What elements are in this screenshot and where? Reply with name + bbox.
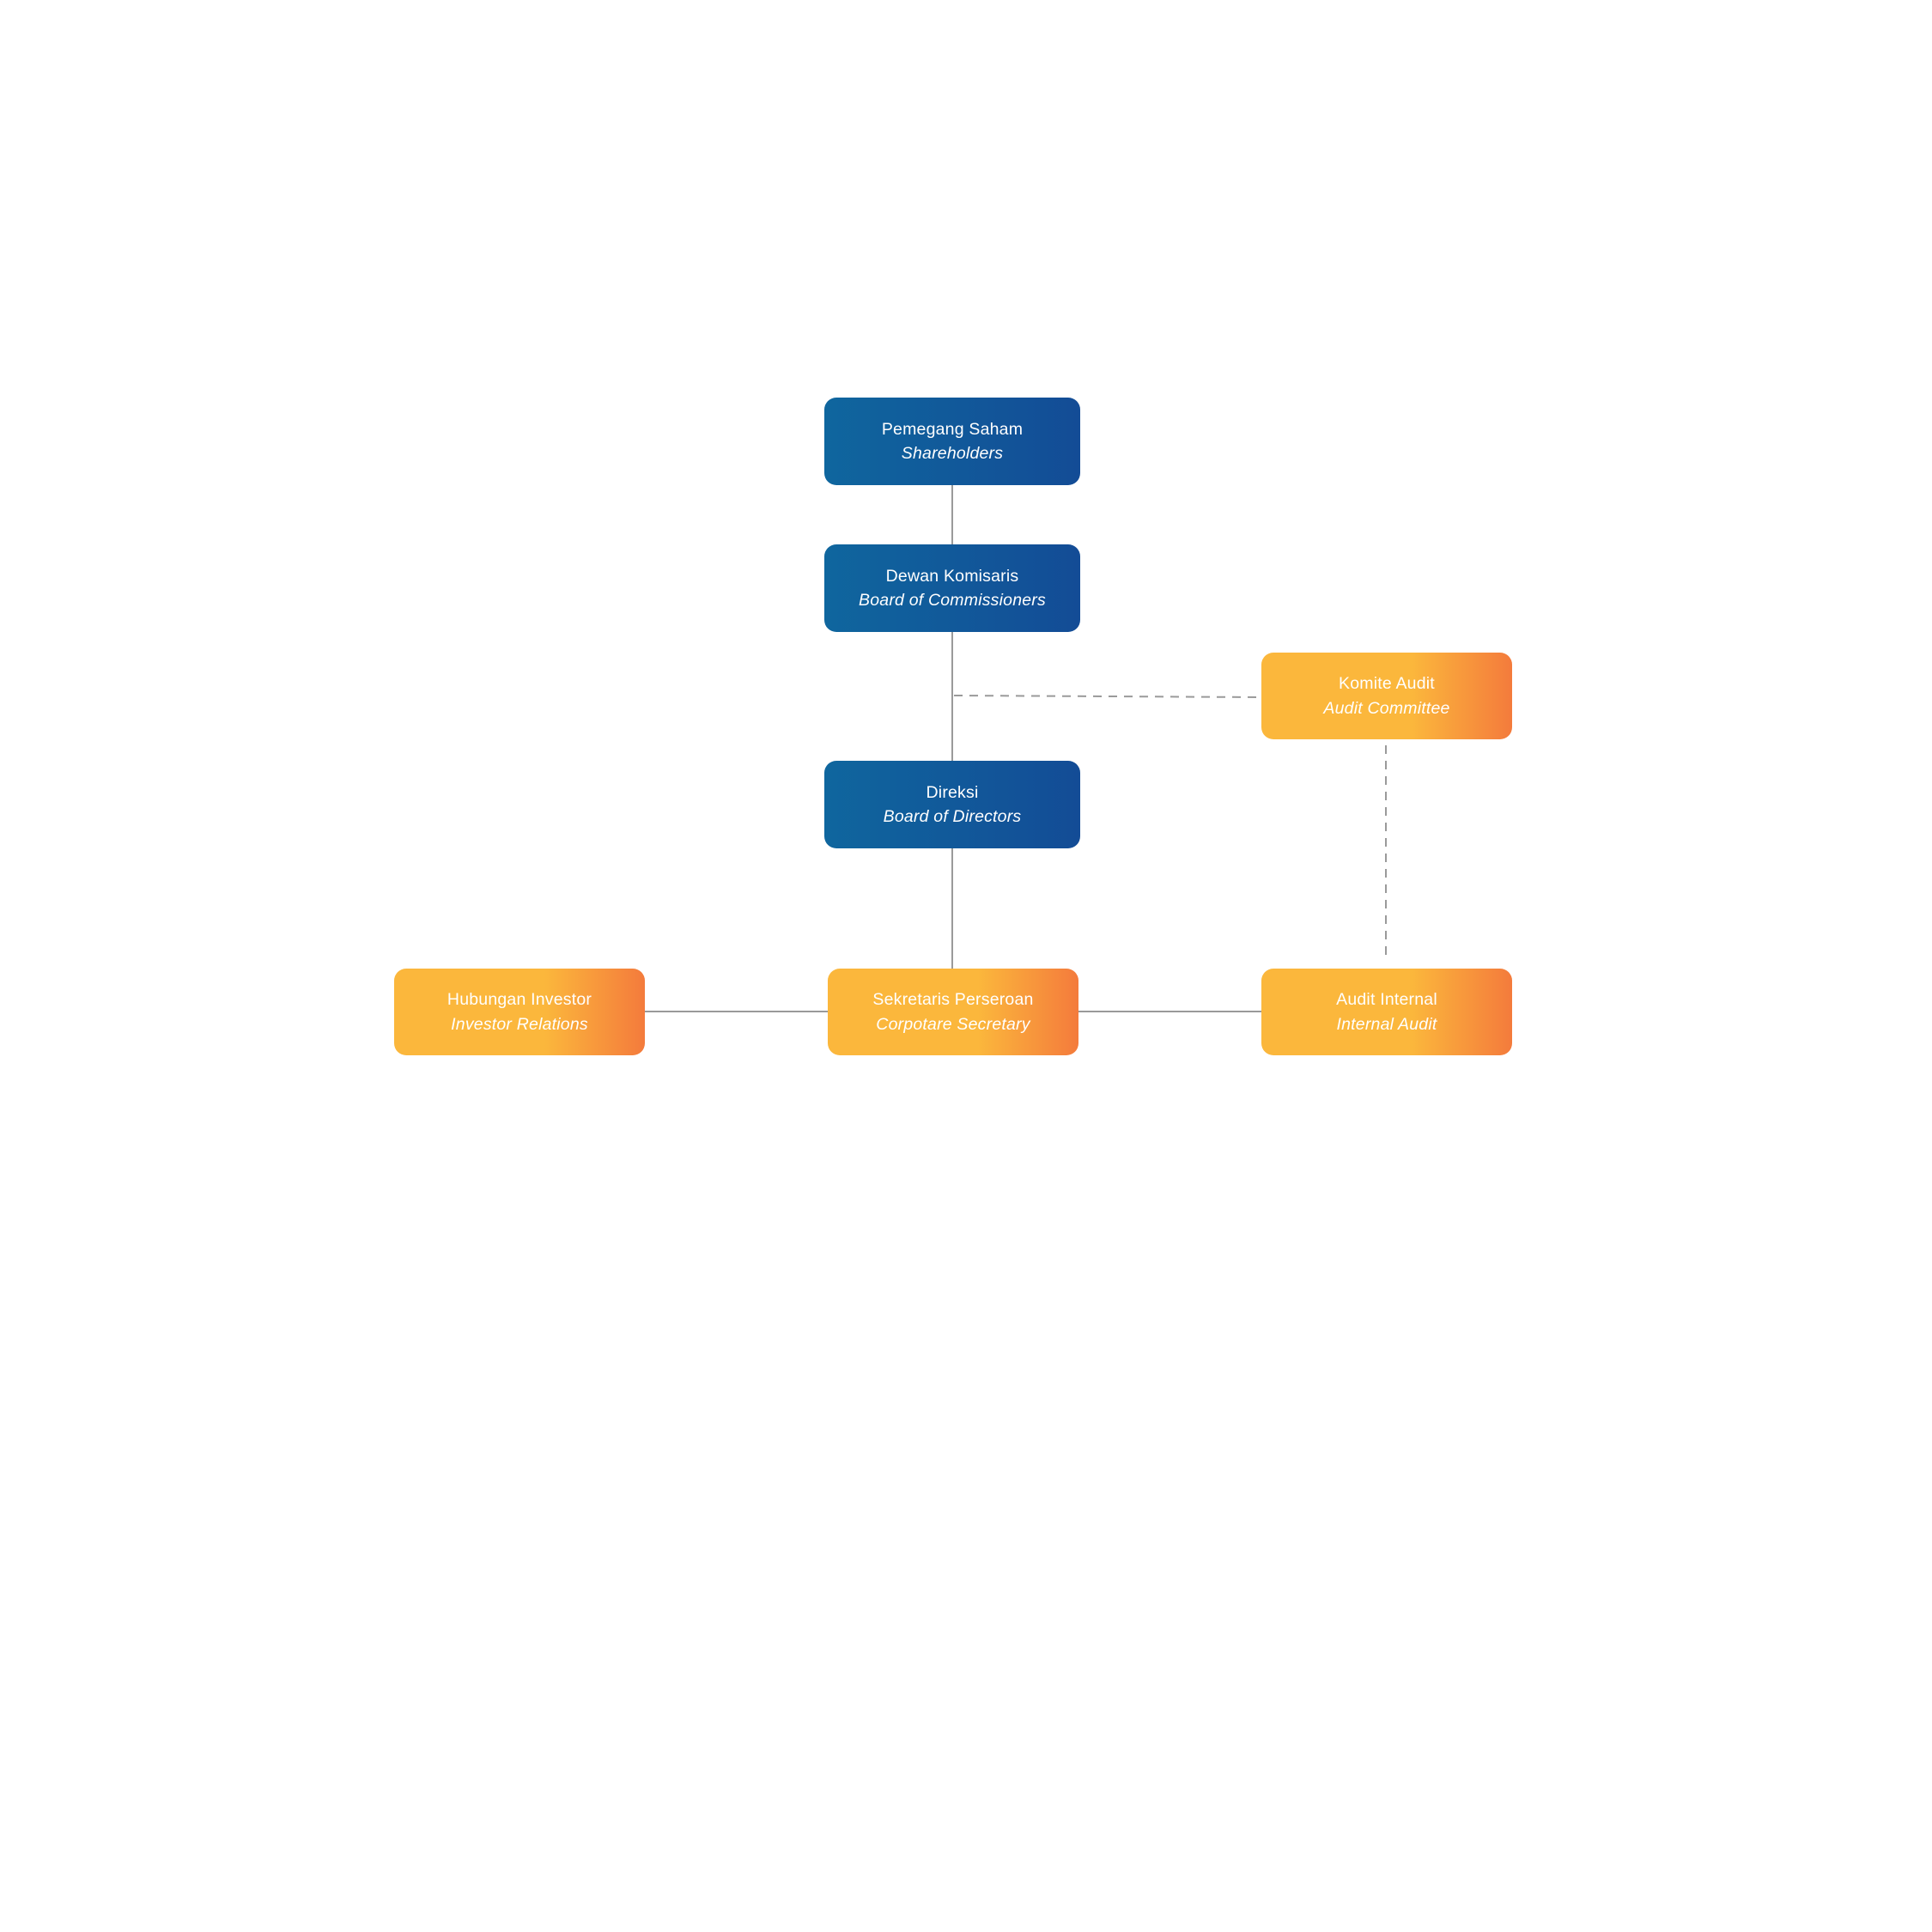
node-corporate-secretary: Sekretaris Perseroan Corpotare Secretary (828, 969, 1078, 1055)
node-commissioners-label: Dewan Komisaris (885, 566, 1019, 586)
node-investor-relations: Hubungan Investor Investor Relations (394, 969, 645, 1055)
node-directors: Direksi Board of Directors (824, 761, 1080, 848)
node-investor-relations-sublabel: Investor Relations (451, 1014, 588, 1034)
node-audit-committee-sublabel: Audit Committee (1323, 698, 1450, 718)
node-commissioners-sublabel: Board of Commissioners (859, 591, 1046, 610)
connector-dashed-audit-committee (953, 695, 1262, 698)
node-directors-label: Direksi (926, 782, 979, 802)
node-audit-committee-label: Komite Audit (1339, 674, 1435, 694)
node-directors-sublabel: Board of Directors (883, 807, 1022, 826)
node-investor-relations-label: Hubungan Investor (447, 990, 592, 1010)
node-internal-audit-label: Audit Internal (1336, 990, 1437, 1010)
node-corporate-secretary-sublabel: Corpotare Secretary (876, 1014, 1030, 1034)
node-audit-committee: Komite Audit Audit Committee (1261, 653, 1512, 739)
node-internal-audit: Audit Internal Internal Audit (1261, 969, 1512, 1055)
node-shareholders-label: Pemegang Saham (881, 419, 1024, 439)
node-internal-audit-sublabel: Internal Audit (1336, 1014, 1437, 1034)
node-corporate-secretary-label: Sekretaris Perseroan (872, 990, 1034, 1010)
node-shareholders-sublabel: Shareholders (901, 444, 1004, 463)
node-commissioners: Dewan Komisaris Board of Commissioners (824, 544, 1080, 632)
node-shareholders: Pemegang Saham Shareholders (824, 398, 1080, 485)
